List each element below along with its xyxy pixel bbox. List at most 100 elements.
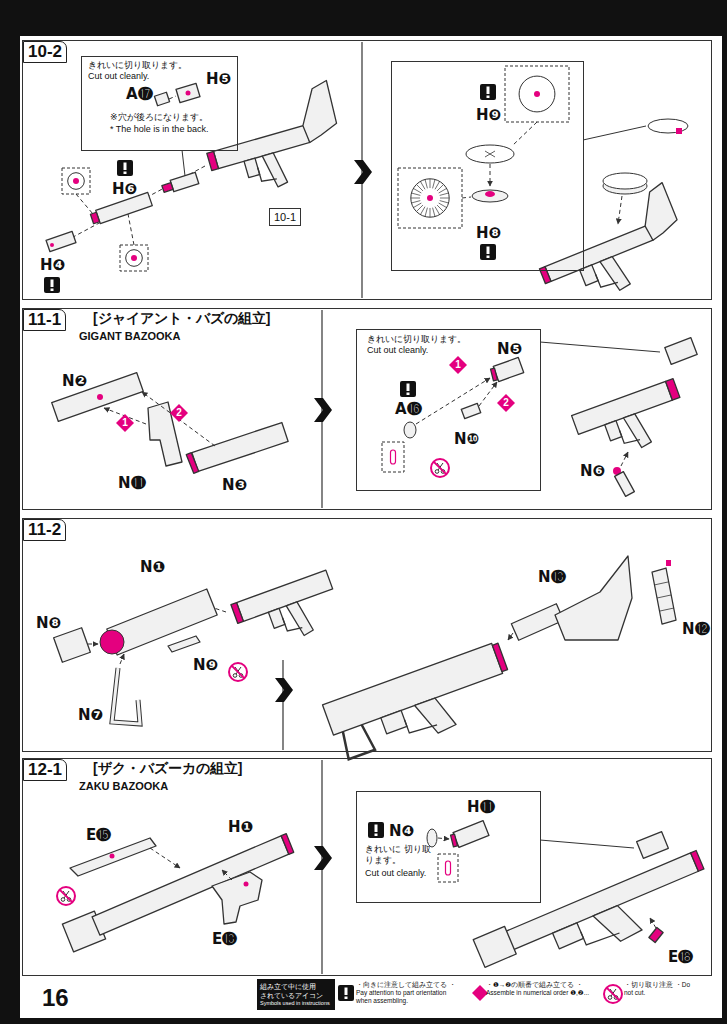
- note-text: Cut out cleanly.: [367, 345, 428, 356]
- leader-line: [657, 595, 671, 598]
- order-icon: [472, 985, 488, 1001]
- note-text: きれいに切り取ります。: [88, 60, 187, 71]
- icon-mark: [345, 997, 348, 1000]
- guide-line: [508, 633, 513, 640]
- part-label: H⓫: [467, 798, 495, 816]
- part-shape: [600, 254, 631, 293]
- icon-mark: [487, 87, 490, 95]
- part-tube: [473, 926, 516, 967]
- pink-mark: [186, 91, 191, 96]
- icon-mark: [124, 172, 127, 175]
- guide-line: [222, 870, 232, 880]
- order-number: 2: [497, 394, 515, 412]
- step-panel: きれいに切り取ります。Cut out cleanly.H❺A⓱※穴が後ろになりま…: [22, 40, 712, 300]
- attention-icon: [117, 160, 133, 176]
- part-shape: [553, 923, 584, 949]
- leader-line: [440, 193, 449, 195]
- leader-line: [435, 182, 440, 190]
- leader-line: [485, 151, 495, 157]
- part-label: N❼: [78, 706, 103, 724]
- guide-line: [88, 644, 98, 645]
- part-tube: [186, 453, 198, 474]
- icon-mark: [375, 834, 378, 837]
- attention-icon: [368, 822, 384, 838]
- icon-mark: [487, 96, 490, 99]
- detail-box: [438, 854, 458, 882]
- part-label: E⓯: [86, 826, 111, 844]
- step-number: 11-2: [23, 519, 66, 541]
- part-tube: [491, 368, 498, 381]
- part-shape: [415, 694, 457, 737]
- pink-mark: [131, 255, 137, 261]
- part-tube: [493, 357, 523, 381]
- guide-line: [462, 197, 471, 198]
- attention-icon: [44, 277, 60, 293]
- pink-mark: [244, 882, 249, 887]
- part-face: [519, 76, 555, 112]
- guide-line: [150, 848, 180, 868]
- part-shape: [381, 710, 407, 733]
- leader-line: [660, 608, 674, 611]
- part-label: H❺: [206, 70, 231, 88]
- no-cut-icon: [57, 887, 75, 905]
- leader-line: [439, 189, 447, 194]
- no-cut-icon: [604, 985, 622, 1003]
- part-tube: [281, 834, 293, 855]
- leader-line: [440, 198, 449, 199]
- box-text: 組み立て中に使用 されているアイコン: [260, 982, 332, 1000]
- part-shape: [286, 600, 314, 638]
- attention-icon: [400, 381, 416, 397]
- guide-line: [650, 918, 656, 928]
- part-tube: [46, 231, 76, 251]
- stand-part-outline: [112, 668, 140, 724]
- leader-line: [430, 179, 431, 188]
- part-label: A⓱: [126, 85, 153, 103]
- legend-text: ・❶→❷の順番で組み立てる ・Assemble in numerical ord…: [486, 981, 598, 997]
- disc-part: [466, 145, 514, 163]
- detail-box: [398, 168, 462, 228]
- part-tube: [492, 643, 507, 671]
- leader-line: [485, 151, 495, 157]
- disc-part: [603, 173, 647, 189]
- icon-mark: [345, 988, 348, 996]
- part-tube: [539, 267, 551, 284]
- scissor-ring: [61, 898, 65, 902]
- leader-line: [430, 208, 431, 217]
- pink-mark: [666, 560, 671, 566]
- step-arrow: [354, 160, 372, 184]
- part-tube: [214, 125, 310, 168]
- icon-ground: [400, 381, 416, 397]
- part-face: [411, 179, 449, 217]
- detail-box: [120, 245, 148, 271]
- leader-line: [414, 203, 422, 208]
- scissor-ring: [608, 996, 612, 1000]
- detail-box: [62, 168, 90, 194]
- note-text: * The hole is in the back.: [110, 124, 208, 135]
- leader-line: [417, 185, 423, 191]
- leader-line: [417, 205, 423, 211]
- disc-part: [648, 119, 688, 133]
- trigger-guard: [283, 613, 303, 633]
- icon-ground: [480, 244, 496, 260]
- pink-mark: [427, 195, 433, 201]
- guide-line: [479, 382, 497, 406]
- icon-ring: [229, 663, 247, 681]
- guide-line: [416, 378, 490, 424]
- pink-mark: [50, 243, 54, 247]
- leader-line: [421, 207, 426, 215]
- stand-part: [112, 668, 140, 724]
- callout-box: きれいに切り取ります。Cut out cleanly.N❺1A⓰2N❿: [356, 329, 541, 491]
- part-label: H❹: [40, 256, 65, 274]
- guide-line: [512, 122, 537, 146]
- part-tube: [637, 832, 669, 859]
- part-tube: [207, 151, 219, 170]
- icon-ground: [117, 160, 133, 176]
- icon-mark: [51, 280, 54, 288]
- part-tube: [54, 628, 91, 662]
- leader-line: [439, 203, 447, 208]
- part-label: H❻: [112, 180, 137, 198]
- leader-line: [282, 660, 283, 750]
- step-arrow: [275, 678, 293, 702]
- guide-line: [142, 392, 215, 446]
